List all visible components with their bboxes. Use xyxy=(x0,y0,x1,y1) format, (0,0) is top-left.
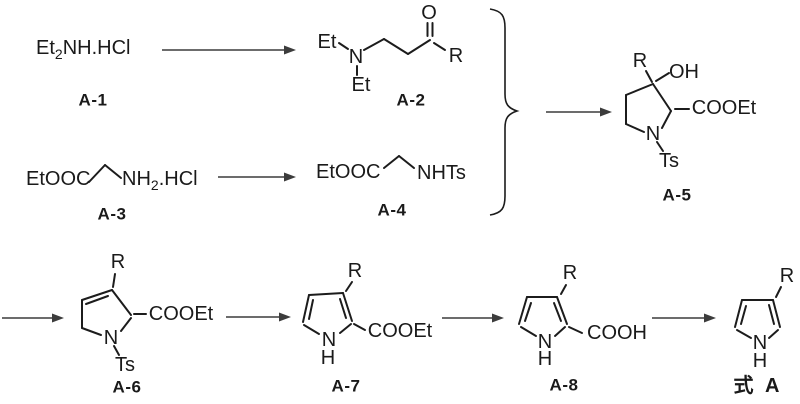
a7-r-group: R xyxy=(347,260,363,282)
a6-ester: COOEt xyxy=(148,303,214,325)
a2-carbonyl-oxygen: O xyxy=(421,2,437,24)
a5-r-group: R xyxy=(632,50,648,72)
a6-r-group: R xyxy=(110,251,126,273)
structure-a4-skeleton xyxy=(383,155,415,169)
compound-a1-formula: Et2NH.HCl xyxy=(36,37,131,62)
a6-tosyl: Ts xyxy=(115,354,135,376)
a5-nitrogen: N xyxy=(645,123,661,145)
a8-nh-hydrogen: H xyxy=(537,348,553,370)
compound-a6-label: A-6 xyxy=(112,377,142,397)
structure-a5-skeleton xyxy=(625,70,690,152)
compound-a2-label: A-2 xyxy=(396,90,426,110)
formulaA-r-group: R xyxy=(779,265,795,287)
a2-ethyl-bottom: Et xyxy=(351,74,371,96)
compound-a8-label: A-8 xyxy=(549,375,579,395)
grouping-brace xyxy=(489,8,520,216)
a2-nitrogen: N xyxy=(348,46,364,68)
a2-ethyl-top: Et xyxy=(317,31,337,53)
compound-a4-label: A-4 xyxy=(377,200,407,220)
a7-nh-hydrogen: H xyxy=(320,347,336,369)
a8-r-group: R xyxy=(562,262,578,284)
structure-a3-skeleton xyxy=(88,164,122,183)
a8-nitrogen: N xyxy=(537,331,553,353)
a5-hydroxyl: OH xyxy=(669,61,699,83)
formulaA-nitrogen: N xyxy=(752,332,768,354)
a7-ester: COOEt xyxy=(367,320,433,342)
a2-r-group: R xyxy=(448,45,464,67)
structure-a7-skeleton xyxy=(302,281,366,335)
a4-sulfonamide-group: NHTs xyxy=(417,162,466,184)
a3-ester-group: EtOOC xyxy=(26,168,91,190)
formulaA-nh-hydrogen: H xyxy=(752,350,768,372)
compound-a7-label: A-7 xyxy=(331,376,361,396)
compound-a1-label: A-1 xyxy=(78,90,108,110)
compound-a3-label: A-3 xyxy=(97,204,127,224)
a4-ester-group: EtOOC xyxy=(316,161,381,183)
structure-a2-skeleton xyxy=(338,22,446,76)
a5-ester: COOEt xyxy=(691,97,757,119)
structure-a6-skeleton xyxy=(81,273,147,356)
structure-formulaA-skeleton xyxy=(734,286,782,339)
a5-tosyl: Ts xyxy=(659,150,679,172)
structure-a8-skeleton xyxy=(518,284,583,337)
a7-nitrogen: N xyxy=(321,329,337,351)
a3-amine-salt: NH2.HCl xyxy=(122,168,198,193)
a8-acid: COOH xyxy=(587,322,647,344)
reaction-arrows xyxy=(2,45,716,323)
a6-nitrogen: N xyxy=(103,327,119,349)
compound-a5-label: A-5 xyxy=(662,185,692,205)
compound-formulaA-label: 式 A xyxy=(733,375,783,397)
